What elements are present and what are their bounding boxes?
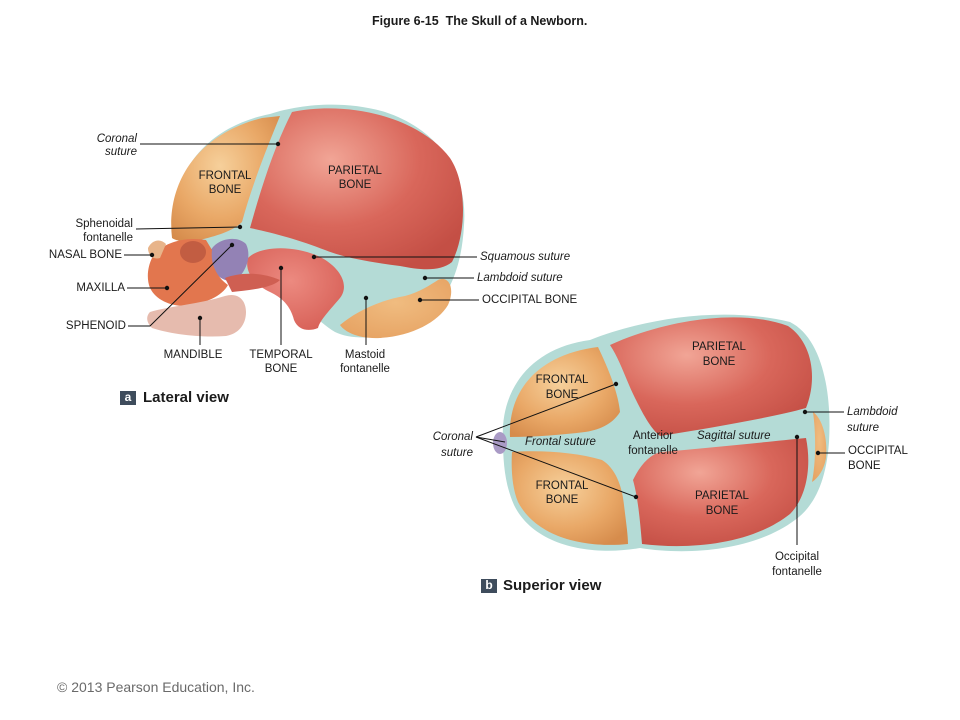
leader-coronal-suture-middle bbox=[475, 436, 506, 443]
superior-parietal-bone-bottom bbox=[633, 438, 809, 547]
superior-parietal-bone-top bbox=[610, 317, 812, 436]
superior-nasal-tip bbox=[493, 432, 507, 454]
label-occipital-bone: OCCIPITAL BONE bbox=[482, 294, 578, 306]
label-maxilla: MAXILLA bbox=[76, 282, 125, 294]
dot-mastoid-fontanelle bbox=[363, 295, 369, 301]
dot-coronal-suture-lower bbox=[633, 494, 639, 500]
copyright-notice: © 2013 Pearson Education, Inc. bbox=[57, 679, 255, 695]
panel-badge-b: b bbox=[481, 579, 497, 593]
label-coronal-suture-sup: Coronal suture bbox=[432, 431, 473, 459]
lateral-parietal-bone bbox=[250, 108, 463, 270]
label-occipital-bone-sup: OCCIPITAL BONE bbox=[848, 445, 908, 472]
label-coronal-suture: Coronal suture bbox=[96, 133, 137, 158]
lateral-leader-lines bbox=[124, 141, 479, 345]
lateral-mandible bbox=[147, 294, 246, 337]
label-mastoid-fontanelle: Mastoid fontanelle bbox=[340, 349, 390, 375]
label-squamous-suture: Squamous suture bbox=[480, 251, 571, 263]
lateral-skull bbox=[147, 104, 465, 339]
superior-frontal-bone-bottom bbox=[511, 451, 628, 545]
dot-maxilla bbox=[164, 285, 170, 291]
leader-coronal-suture-lower bbox=[475, 436, 637, 498]
lateral-temporal-bone bbox=[247, 248, 344, 330]
leader-coronal-suture-upper bbox=[475, 383, 617, 438]
lateral-zygomatic-arch bbox=[225, 273, 280, 292]
superior-frontal-bone-top bbox=[509, 347, 620, 437]
dot-coronal-suture bbox=[275, 141, 281, 147]
lateral-view-caption: Lateral view bbox=[143, 389, 229, 406]
label-parietal-bone-top: PARIETAL BONE bbox=[692, 341, 746, 368]
label-parietal-bone: PARIETAL BONE bbox=[328, 165, 382, 191]
panel-badge-a: a bbox=[120, 391, 136, 405]
lateral-occipital-bone bbox=[340, 279, 452, 339]
label-frontal-bone-top: FRONTAL BONE bbox=[535, 374, 589, 401]
label-anterior-fontanelle: Anterior fontanelle bbox=[628, 430, 678, 457]
superior-view-caption: Superior view bbox=[503, 577, 602, 594]
lateral-sphenoid bbox=[209, 238, 249, 281]
superior-skull bbox=[493, 314, 830, 552]
leader-sphenoid bbox=[128, 244, 233, 327]
dot-mandible bbox=[197, 315, 203, 321]
label-temporal-bone: TEMPORAL BONE bbox=[249, 349, 313, 375]
label-sagittal-suture: Sagittal suture bbox=[697, 430, 771, 442]
superior-leader-lines bbox=[475, 381, 845, 545]
label-frontal-suture: Frontal suture bbox=[525, 436, 596, 448]
dot-occipital-bone bbox=[417, 297, 423, 303]
dot-coronal-suture-upper bbox=[613, 381, 619, 387]
label-sphenoid: SPHENOID bbox=[65, 320, 126, 332]
label-frontal-bone: FRONTAL BONE bbox=[198, 170, 252, 196]
leader-sphenoidal-fontanelle bbox=[135, 226, 241, 230]
label-mandible: MANDIBLE bbox=[163, 349, 223, 361]
label-lambdoid-suture-sup: Lambdoid suture bbox=[847, 406, 898, 434]
label-frontal-bone-bottom: FRONTAL BONE bbox=[535, 480, 589, 506]
label-lambdoid-suture: Lambdoid suture bbox=[477, 272, 563, 284]
label-parietal-bone-bottom: PARIETAL BONE bbox=[695, 490, 749, 517]
dot-nasal-bone bbox=[149, 252, 155, 258]
dot-lambdoid-suture bbox=[422, 275, 428, 281]
dot-squamous-suture bbox=[311, 254, 317, 260]
dot-occipital-bone-sup bbox=[815, 450, 821, 456]
dot-occipital-fontanelle bbox=[794, 434, 800, 440]
dot-sphenoidal-fontanelle bbox=[237, 224, 243, 230]
dot-lambdoid-suture-sup bbox=[802, 409, 808, 415]
lateral-frontal-bone bbox=[171, 116, 280, 242]
label-occipital-fontanelle: Occipital fontanelle bbox=[772, 551, 822, 578]
label-nasal-bone: NASAL BONE bbox=[48, 249, 122, 261]
label-sphenoidal-fontanelle: Sphenoidal fontanelle bbox=[75, 218, 133, 244]
lateral-orbit bbox=[180, 241, 206, 263]
dot-temporal-bone bbox=[278, 265, 284, 271]
figure-title: Figure 6-15 The Skull of a Newborn. bbox=[372, 14, 588, 28]
superior-occipital-bone bbox=[812, 412, 827, 482]
dot-sphenoid bbox=[229, 242, 235, 248]
